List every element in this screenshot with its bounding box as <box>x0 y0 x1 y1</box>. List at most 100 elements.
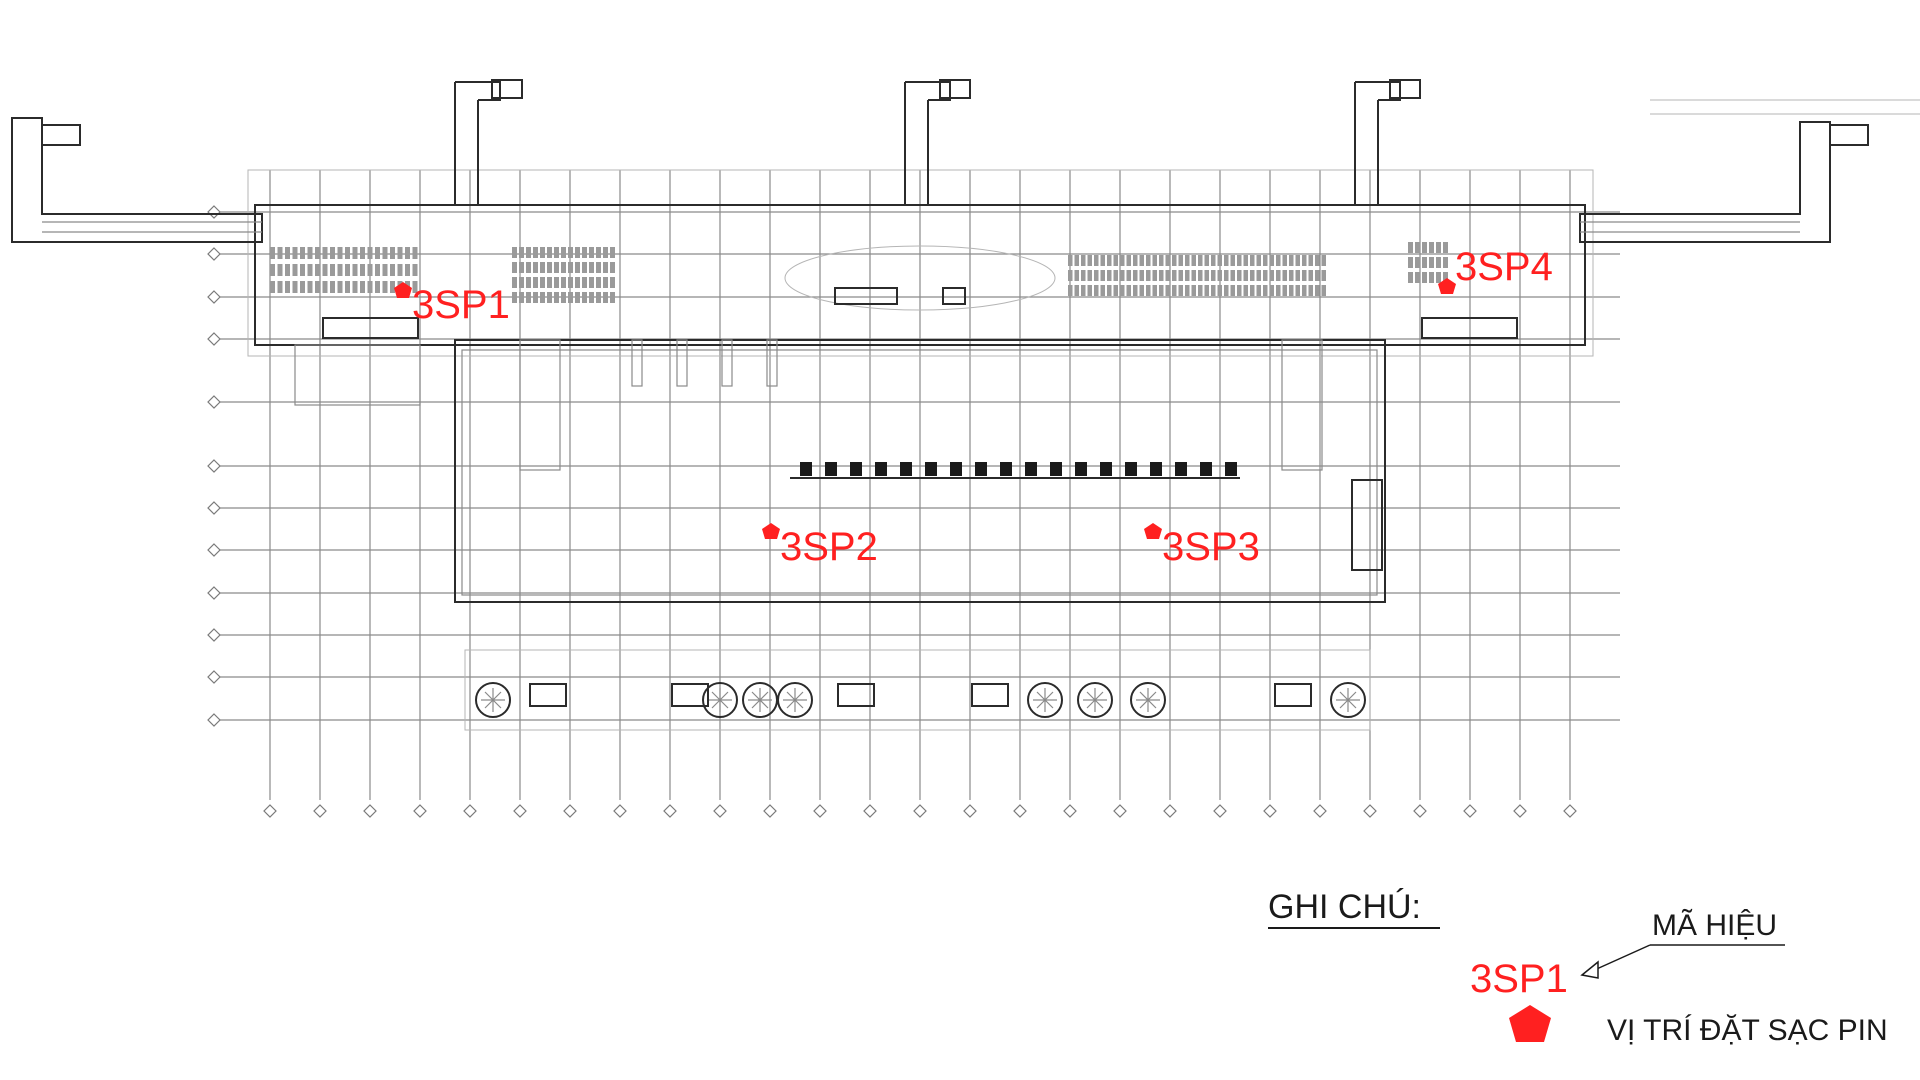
seat <box>292 281 298 293</box>
seat <box>533 277 538 288</box>
counter <box>850 462 862 476</box>
counter <box>875 462 887 476</box>
seat <box>568 247 573 258</box>
seat <box>315 281 320 293</box>
axis-marker <box>1363 804 1377 818</box>
counter <box>925 462 937 476</box>
charging-point-icon[interactable] <box>762 523 780 539</box>
seat <box>330 281 335 293</box>
seat <box>1211 255 1216 266</box>
axis-marker <box>1263 804 1277 818</box>
counter <box>950 462 962 476</box>
seat <box>1224 255 1229 266</box>
seat <box>1191 270 1196 281</box>
seat <box>1133 285 1138 296</box>
seat <box>554 262 559 273</box>
seat <box>1159 270 1164 281</box>
fan-blade <box>1336 688 1360 712</box>
fan-icon <box>1330 682 1366 718</box>
seat <box>540 277 545 288</box>
axis-marker <box>1413 804 1427 818</box>
axis-marker <box>207 395 221 409</box>
seat <box>277 247 283 259</box>
seat <box>1415 257 1420 268</box>
seat <box>533 262 538 273</box>
charging-point-icon[interactable] <box>394 282 412 298</box>
seat <box>1172 255 1177 266</box>
marker-3sp2[interactable]: 3SP2 <box>762 523 878 569</box>
lower-level-outline <box>464 649 1371 731</box>
axis-marker <box>413 804 427 818</box>
counter <box>1200 462 1212 476</box>
seat <box>1191 255 1196 266</box>
legend: GHI CHÚ: MÃ HIỆU 3SP1 VỊ TRÍ ĐẶT SẠC PIN <box>1268 888 1888 1047</box>
counter <box>1025 462 1037 476</box>
seat <box>1068 270 1073 281</box>
marker-3sp1[interactable]: 3SP1 <box>394 282 510 327</box>
axis-marker <box>263 804 277 818</box>
seat <box>1074 285 1079 296</box>
seat <box>540 247 545 258</box>
seat <box>1081 285 1086 296</box>
seat <box>1256 270 1261 281</box>
seating-rows <box>270 242 1448 303</box>
seat <box>277 264 283 276</box>
seat <box>1308 285 1313 296</box>
seat <box>1185 285 1190 296</box>
jet-bridges <box>11 79 1920 243</box>
stair-block <box>529 683 567 707</box>
seat <box>1133 255 1138 266</box>
seat <box>575 277 580 288</box>
charging-point-icon[interactable] <box>1438 278 1456 294</box>
seat <box>352 247 358 259</box>
seat <box>1315 255 1320 266</box>
axis-marker <box>613 804 627 818</box>
seat <box>1282 285 1287 296</box>
axis-marker <box>207 205 221 219</box>
fan-icon <box>475 682 511 718</box>
escalator-blocks <box>322 317 1518 571</box>
seat <box>1443 272 1448 283</box>
seat <box>1429 272 1434 283</box>
seat <box>1429 257 1434 268</box>
axis-marker <box>1063 804 1077 818</box>
seat <box>360 247 365 259</box>
seat <box>575 292 580 303</box>
seat <box>352 264 358 276</box>
seat <box>352 281 358 293</box>
fan-icon <box>1027 682 1063 718</box>
seat <box>337 247 343 259</box>
stair-block <box>671 683 709 707</box>
seat <box>1074 255 1079 266</box>
axis-marker <box>563 804 577 818</box>
counter <box>1100 462 1112 476</box>
counter-row <box>631 339 1240 479</box>
marker-3sp4[interactable]: 3SP4 <box>1438 245 1553 294</box>
seat <box>1159 285 1164 296</box>
seat <box>322 247 328 259</box>
seat <box>292 264 298 276</box>
counter <box>975 462 987 476</box>
stair-block <box>1274 683 1312 707</box>
seat <box>1436 242 1441 253</box>
seat <box>547 277 552 288</box>
seat <box>1165 285 1170 296</box>
marker-3sp3[interactable]: 3SP3 <box>1144 523 1260 569</box>
charging-point-icon[interactable] <box>1144 523 1162 539</box>
seat <box>360 264 365 276</box>
legend-pointer-arrow <box>1589 944 1651 973</box>
seat <box>1263 270 1268 281</box>
seat <box>1133 270 1138 281</box>
central-lounge <box>784 245 1056 311</box>
seat <box>582 247 587 258</box>
seat <box>390 247 395 259</box>
axis-marker <box>207 290 221 304</box>
axis-marker <box>663 804 677 818</box>
seat <box>405 264 410 276</box>
seat <box>1217 270 1222 281</box>
axis-marker <box>207 247 221 261</box>
counter <box>1175 462 1187 476</box>
axis-marker <box>363 804 377 818</box>
seat <box>1120 270 1125 281</box>
